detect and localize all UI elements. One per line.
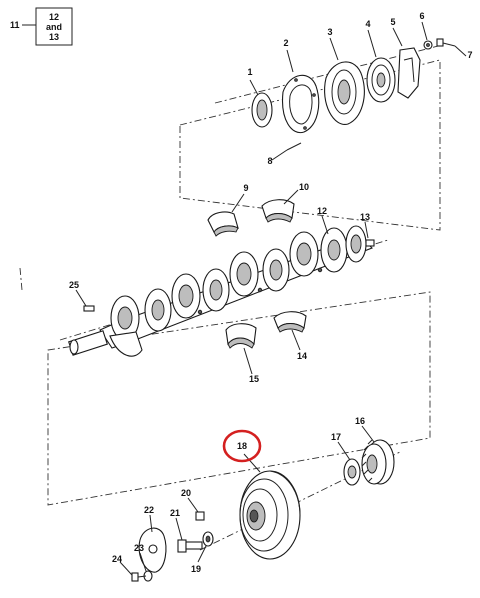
callout-4: 4 — [365, 19, 370, 29]
callout-9: 9 — [243, 183, 248, 193]
part-14-bearing — [273, 311, 307, 333]
part-16-gear — [361, 439, 395, 485]
part-13-key — [365, 239, 375, 247]
callout-20: 20 — [181, 488, 191, 498]
callout-10: 10 — [299, 182, 309, 192]
callout-7: 7 — [467, 50, 472, 60]
callout-12: 12 — [317, 206, 327, 216]
callout-14: 14 — [297, 351, 307, 361]
part-19-washer — [202, 531, 214, 547]
callouts: 1 2 3 4 5 6 7 8 9 10 12 13 14 15 16 17 1… — [69, 11, 473, 574]
part-12-crankshaft — [68, 225, 373, 357]
callout-13: 13 — [360, 212, 370, 222]
callout-25: 25 — [69, 280, 79, 290]
part-10-bearing-lower — [261, 199, 295, 223]
part-18-vibration-damper — [239, 470, 301, 560]
assembly-frame-top — [179, 59, 441, 231]
part-5-bracket — [397, 47, 421, 99]
reference-box-line-2: and — [46, 22, 62, 32]
callout-19: 19 — [191, 564, 201, 574]
part-1-seal — [251, 92, 273, 128]
reference-box-line-3: 13 — [49, 32, 59, 42]
highlight-circle — [222, 429, 262, 463]
callout-22: 22 — [144, 505, 154, 515]
part-20-key — [195, 511, 205, 521]
reference-box: 11 12 and 13 — [10, 7, 73, 46]
callout-17: 17 — [331, 432, 341, 442]
part-15-bearing — [225, 323, 257, 349]
part-2-gasket — [281, 74, 320, 134]
part-6-nut — [423, 40, 433, 50]
part-25-key — [83, 305, 95, 312]
reference-box-prefix: 11 — [10, 20, 20, 30]
assembly-frame-bottom — [47, 291, 431, 506]
callout-23: 23 — [134, 543, 144, 553]
callout-6: 6 — [419, 11, 424, 21]
part-21-bolt — [177, 539, 203, 553]
callout-16: 16 — [355, 416, 365, 426]
part-9-bearing-upper — [207, 211, 239, 237]
callout-15: 15 — [249, 374, 259, 384]
callout-1: 1 — [247, 67, 252, 77]
callout-21: 21 — [170, 508, 180, 518]
callout-2: 2 — [283, 38, 288, 48]
part-4-seal-ring — [366, 57, 396, 103]
callout-18: 18 — [237, 441, 247, 451]
callout-8: 8 — [267, 156, 272, 166]
part-17-spacer — [343, 458, 361, 486]
part-7-bolt — [436, 38, 456, 47]
part-3-retainer-plate — [324, 61, 365, 125]
part-24-screw — [131, 572, 147, 582]
part-8-pin — [286, 142, 302, 151]
reference-box-line-1: 12 — [49, 12, 59, 22]
leader-lines — [75, 21, 467, 576]
callout-5: 5 — [390, 17, 395, 27]
callout-24: 24 — [112, 554, 122, 564]
callout-3: 3 — [327, 27, 332, 37]
